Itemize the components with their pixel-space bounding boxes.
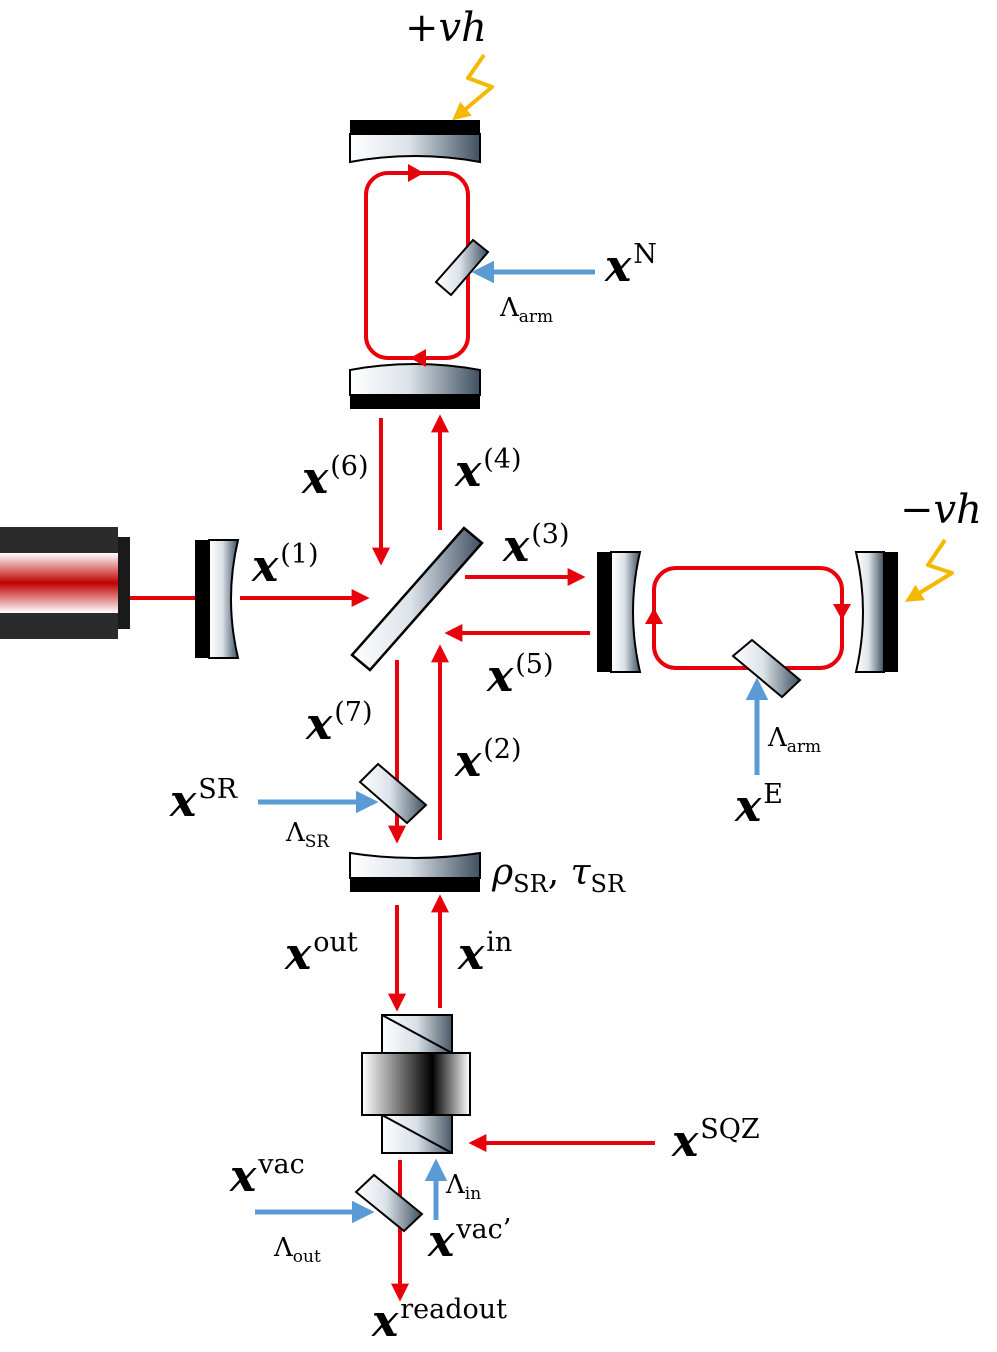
label-x4: x(4) [455,444,522,497]
north-end-mirror [349,120,481,164]
signal-recycling-mirror [349,851,481,892]
sr-loss-mirror [358,762,428,825]
label-lambda-sr: ΛSR [286,818,330,852]
label-lambda-in: Λin [446,1170,482,1204]
label-xout: xout [285,927,358,980]
label-xreadout: xreadout [372,1294,507,1347]
label-xin: xin [458,927,513,980]
north-input-mirror [349,363,481,409]
label-xN: xN [605,239,657,292]
label-xE: xE [735,779,783,832]
east-loop-arrow-right [833,604,851,620]
east-input-mirror [597,551,642,673]
label-x7: x(7) [306,697,373,750]
gw-signal-plus-label: +vh [405,5,487,51]
north-loop-arrow-top [408,164,424,182]
label-xSR: xSR [170,774,238,827]
label-xSQZ: xSQZ [672,1114,760,1167]
label-x2: x(2) [455,734,522,787]
label-xvac-prime: xvac’ [428,1214,512,1267]
label-lambda-arm-north: Λarm [500,293,554,327]
north-loop-arrow-bottom [410,349,426,367]
power-recycling-mirror [195,539,240,659]
label-lambda-out: Λout [274,1233,321,1267]
gw-signal-north [452,53,494,121]
output-loss-mirror [354,1173,424,1233]
label-x6: x(6) [302,451,369,504]
beamsplitter [350,526,484,672]
label-x3: x(3) [503,519,570,572]
label-sr-reflectivity: ρSR, τSR [492,852,626,898]
faraday-isolator [361,1014,471,1154]
label-x5: x(5) [487,649,554,702]
east-loop-arrow-left [645,608,663,624]
label-lambda-arm-east: Λarm [768,723,822,757]
east-end-mirror [854,551,898,673]
label-x1: x(1) [252,539,319,592]
laser-source [0,527,130,639]
gw-signal-minus-label: −vh [900,487,982,533]
gw-signal-east [904,538,954,602]
north-arm-loss-mirror [434,238,490,297]
label-xvac: xvac [230,1149,305,1202]
